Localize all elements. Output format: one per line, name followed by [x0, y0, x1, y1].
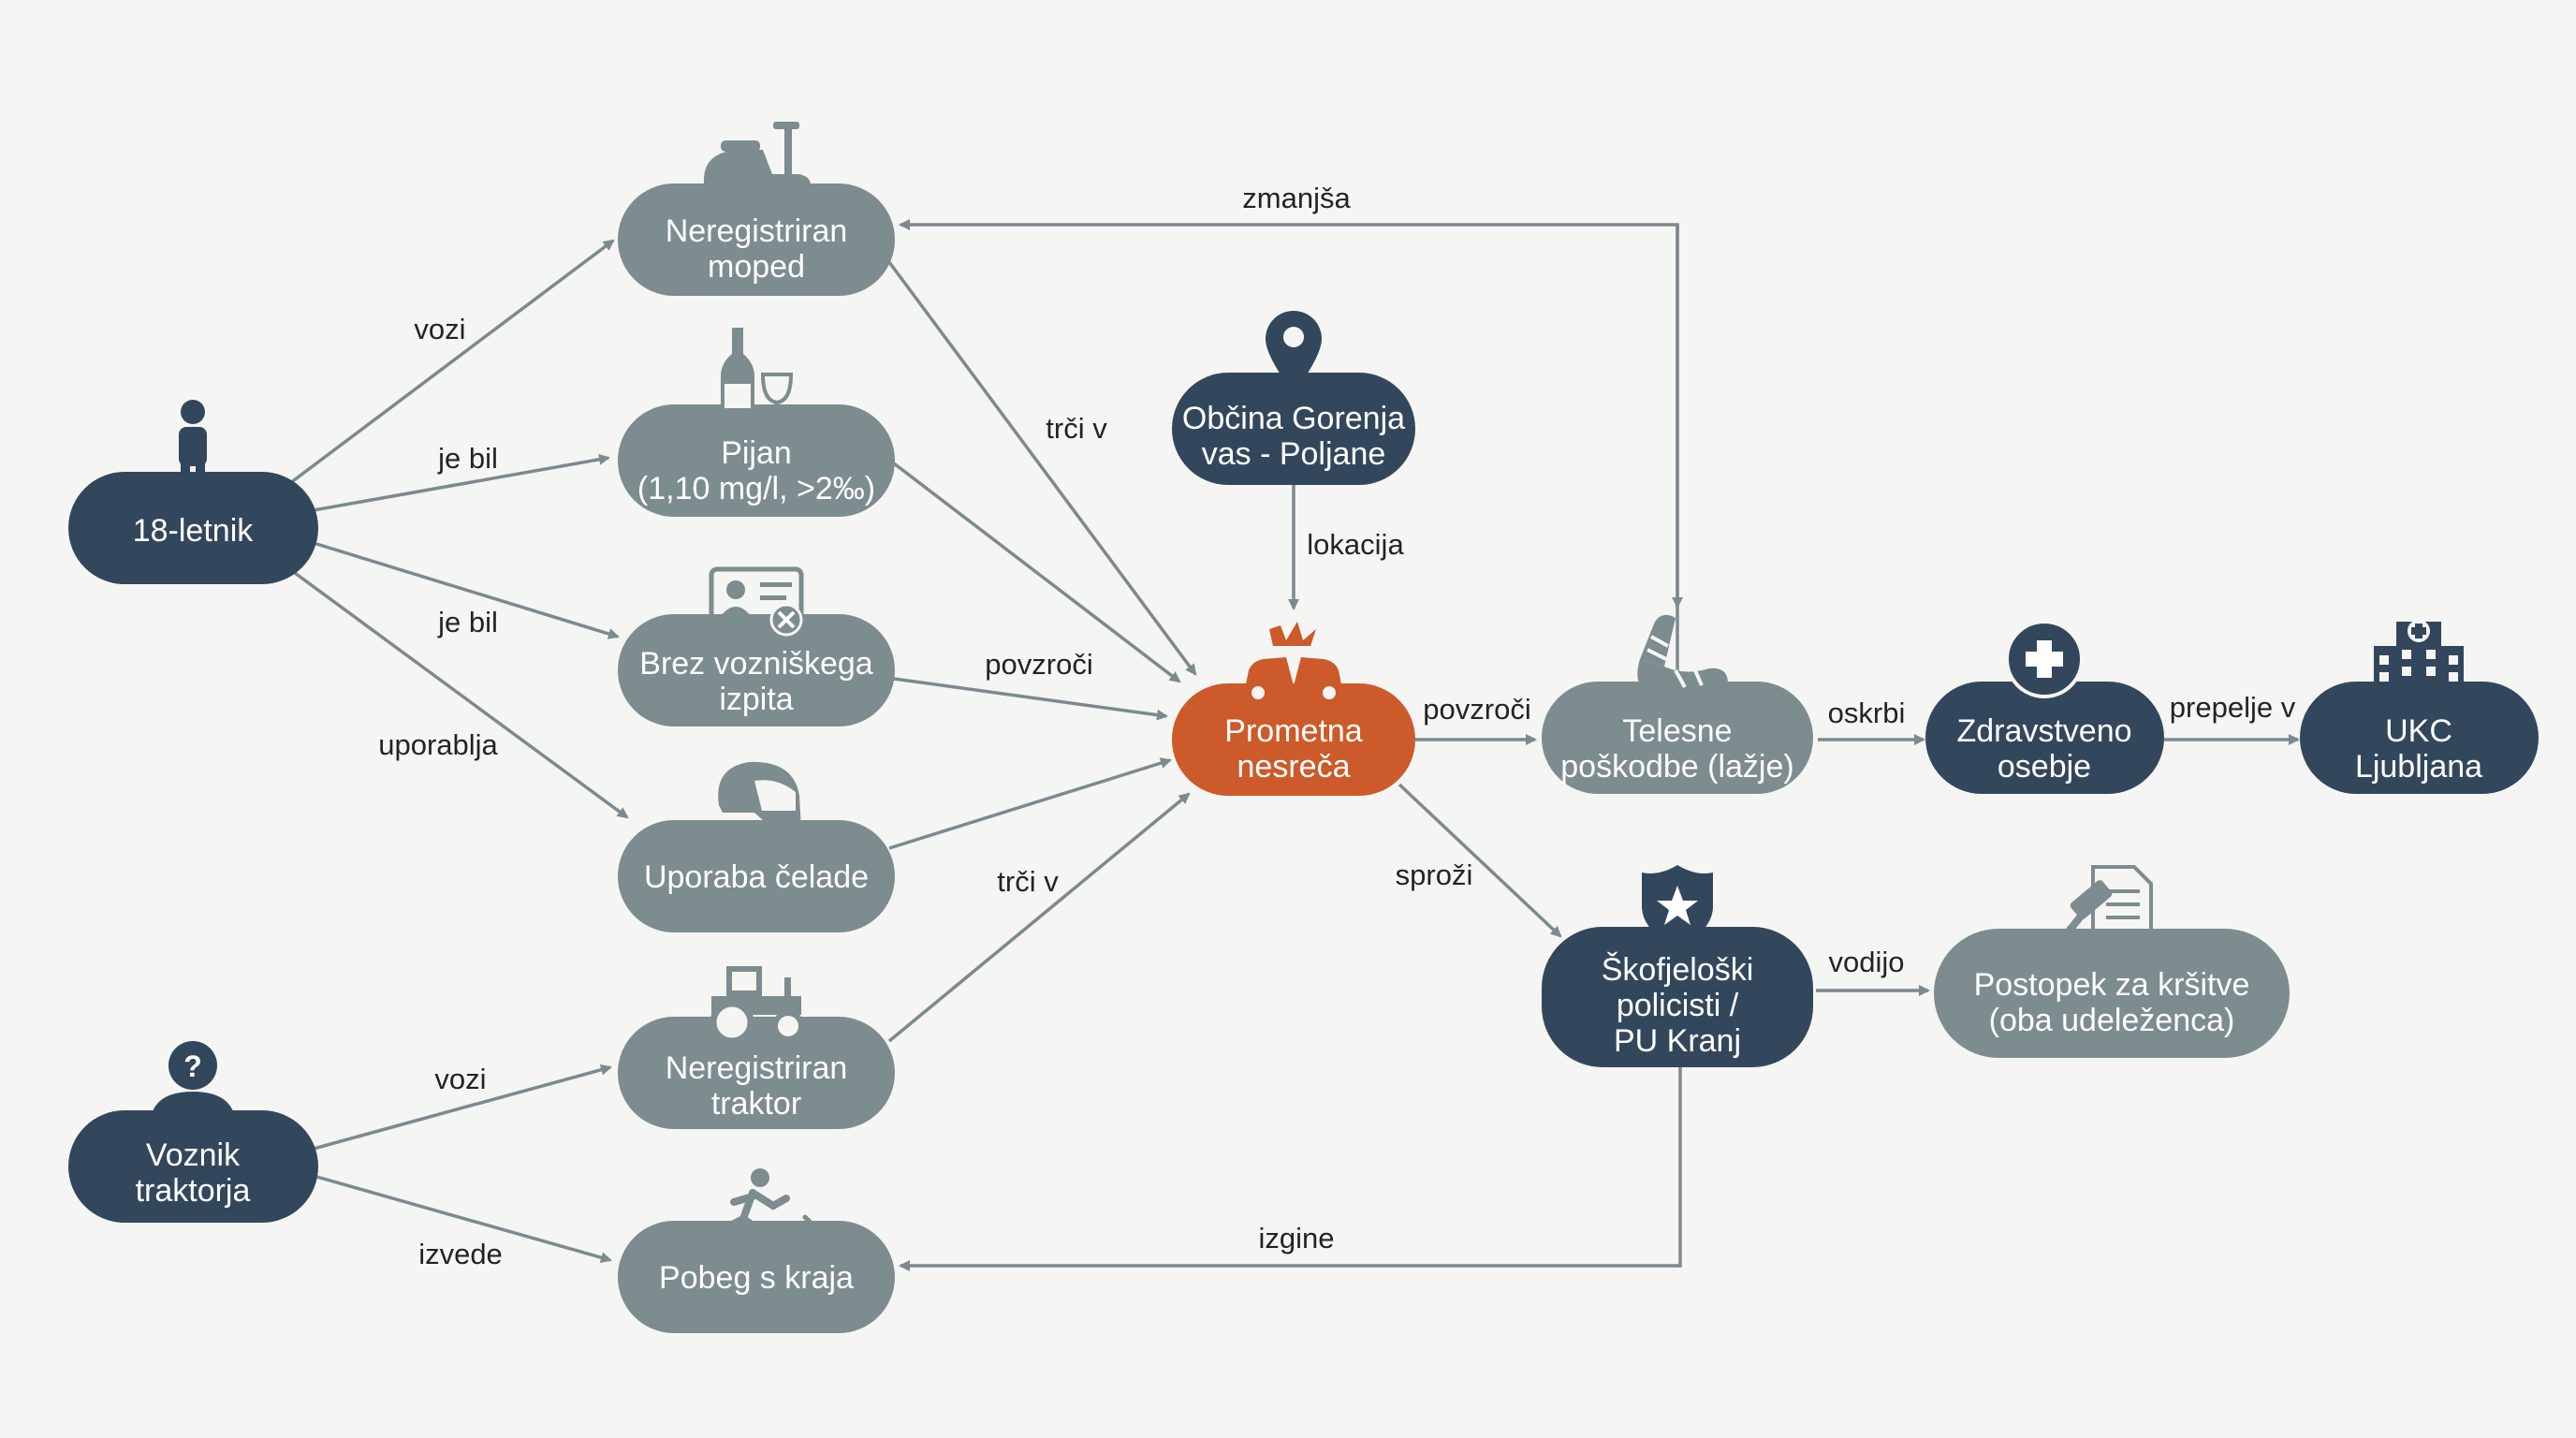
node-label-line: Postopek za kršitve: [1974, 967, 2250, 1003]
node-label-line: Pobeg s kraja: [659, 1260, 854, 1296]
wine-bottle-icon: [721, 328, 794, 427]
node-neregistriran-moped[interactable]: Neregistriran moped: [618, 183, 895, 296]
edge-label-uporablja: uporablja: [378, 728, 498, 761]
tractor-icon: [710, 966, 804, 1045]
node-voznik-traktorja[interactable]: Voznik traktorja: [68, 1110, 318, 1223]
edge-label-vodijo: vodijo: [1829, 946, 1905, 978]
node-label-line: Zdravstveno: [1956, 713, 2131, 749]
edge-izgine: [899, 1067, 1682, 1271]
node-neregistriran-traktor[interactable]: Neregistriran traktor: [618, 1017, 895, 1129]
edge-label-povzroci: povzroči: [985, 648, 1092, 681]
edge-je-bil-brez-izpita: [313, 541, 620, 639]
running-person-icon: [717, 1168, 818, 1249]
edge-label-povzroci-2: povzroči: [1423, 693, 1530, 726]
node-label-line: traktor: [711, 1086, 801, 1122]
edge-uporablja-celada: [293, 571, 629, 819]
node-uporaba-celade[interactable]: Uporaba čelade: [618, 820, 895, 932]
node-label-line: policisti /: [1617, 988, 1739, 1023]
location-pin-icon: [1266, 311, 1322, 393]
edges: [288, 219, 2300, 1271]
edge-je-bil-pijan: [313, 453, 610, 512]
node-pijan[interactable]: Pijan (1,10 mg/l, >2‰): [618, 404, 895, 517]
edge-izvede: [313, 1174, 612, 1264]
edge-label-sprozi: sproži: [1396, 858, 1473, 891]
edge-label-je-bil-2: je bil: [437, 606, 498, 638]
node-label-line: (1,10 mg/l, >2‰): [637, 471, 875, 506]
hospital-icon: [2374, 620, 2464, 697]
node-label-line: izpita: [719, 682, 793, 717]
node-label-line: Prometna: [1224, 713, 1362, 749]
helmet-icon: [718, 761, 801, 829]
node-brez-vozniskega-izpita[interactable]: Brez vozniškega izpita: [618, 614, 895, 726]
edge-sprozi: [1398, 783, 1562, 938]
nodes: 18-letnik Neregistriran moped Pijan (1,1: [68, 122, 2539, 1333]
unknown-person-icon: ?: [150, 1041, 236, 1127]
node-label-line: Telesne: [1622, 713, 1732, 749]
node-label-line: nesreča: [1237, 749, 1351, 785]
edge-vozi-traktor: [313, 1064, 612, 1151]
svg-text:?: ?: [183, 1049, 202, 1083]
node-label-line: Občina Gorenja: [1182, 401, 1405, 436]
node-label-line: osebje: [1998, 749, 2091, 785]
node-label-line: Brez vozniškega: [639, 646, 873, 682]
edge-label-izgine: izgine: [1259, 1222, 1335, 1255]
node-label-line: moped: [708, 249, 805, 285]
node-label-line: Voznik: [146, 1137, 241, 1173]
edge-label-trci-v-2: trči v: [997, 865, 1059, 898]
node-label-line: Škofjeloški: [1602, 952, 1754, 988]
edge-vozi-moped: [288, 239, 615, 485]
edge-labels: vozi je bil je bil uporablja trči v povz…: [378, 182, 2295, 1270]
node-label-line: poškodbe (lažje): [1560, 749, 1793, 785]
bandaged-arm-icon: [1637, 614, 1728, 693]
edge-label-oskrbi: oskrbi: [1828, 697, 1906, 729]
node-telesne-poskodbe[interactable]: Telesne poškodbe (lažje): [1542, 682, 1813, 794]
node-label-line: Pijan: [721, 435, 792, 471]
police-badge-icon: [1642, 865, 1713, 946]
node-18-letnik[interactable]: 18-letnik: [68, 472, 318, 584]
node-label-line: Neregistriran: [666, 1050, 848, 1086]
node-pobeg-s-kraja[interactable]: Pobeg s kraja: [618, 1221, 895, 1333]
node-skofjeloski-policisti[interactable]: Škofjeloški policisti / PU Kranj: [1542, 927, 1813, 1067]
node-label-line: PU Kranj: [1614, 1023, 1741, 1059]
edge-label-vozi-2: vozi: [434, 1063, 486, 1095]
node-label-line: 18-letnik: [133, 513, 255, 549]
node-zdravstveno-osebje[interactable]: Zdravstveno osebje: [1925, 682, 2164, 794]
moped-icon: [704, 122, 811, 200]
medical-cross-icon: [2005, 620, 2084, 698]
edge-pijan-nesreca: [892, 462, 1181, 683]
edge-celada-nesreca: [888, 757, 1172, 850]
edge-moped-trci-v: [887, 260, 1197, 676]
edge-label-trci-v-1: trči v: [1046, 412, 1107, 445]
node-label-line: (oba udeleženca): [1989, 1003, 2235, 1038]
node-prometna-nesreca[interactable]: Prometna nesreča: [1172, 683, 1415, 796]
gavel-document-icon: [2046, 865, 2153, 955]
edge-label-je-bil-1: je bil: [437, 442, 498, 475]
node-ukc-ljubljana[interactable]: UKC Ljubljana: [2300, 682, 2539, 794]
node-label-line: Neregistriran: [666, 213, 848, 249]
node-label-line: UKC: [2385, 713, 2452, 749]
node-obcina-gorenja-vas-poljane[interactable]: Občina Gorenja vas - Poljane: [1172, 373, 1415, 485]
edge-label-lokacija: lokacija: [1307, 528, 1404, 561]
edge-traktor-trci-v: [887, 792, 1191, 1043]
edge-povzroci-nesreca: [893, 677, 1168, 721]
id-card-icon: [709, 566, 804, 637]
node-postopek-za-krsitve[interactable]: Postopek za kršitve (oba udeleženca): [1934, 929, 2290, 1058]
car-crash-icon: [1243, 622, 1344, 703]
node-label-line: vas - Poljane: [1202, 436, 1386, 472]
edge-label-izvede: izvede: [418, 1238, 503, 1270]
edge-label-zmanjsa: zmanjša: [1242, 182, 1351, 214]
node-label-line: traktorja: [136, 1173, 251, 1209]
person-icon: [179, 400, 207, 498]
edge-label-vozi: vozi: [414, 313, 465, 345]
edge-label-prepelje-v: prepelje v: [2170, 691, 2296, 724]
node-label-line: Uporaba čelade: [644, 859, 869, 895]
node-label-line: Ljubljana: [2355, 749, 2482, 785]
